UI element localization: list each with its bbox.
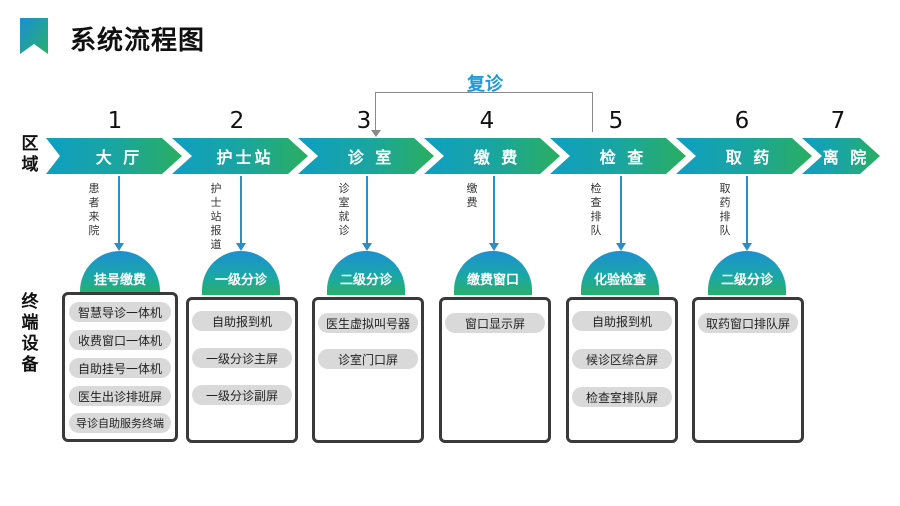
stage-number: 2 — [229, 108, 245, 134]
device-item: 智慧导诊一体机 — [69, 302, 171, 322]
down-arrow-icon — [362, 243, 372, 251]
zone-label: 化验检查 — [593, 273, 646, 288]
flow-caption: 取药排队 — [719, 182, 731, 237]
flow-caption: 检查排队 — [590, 182, 602, 237]
down-arrow-icon — [114, 243, 124, 251]
down-arrow-line — [240, 176, 242, 244]
revisit-arrow-icon — [371, 130, 381, 137]
down-arrow-icon — [489, 243, 499, 251]
page-title: 系统流程图 — [70, 26, 206, 56]
stage-number: 5 — [608, 108, 624, 134]
stage-number: 1 — [107, 108, 123, 134]
device-item: 医生出诊排班屏 — [69, 386, 171, 406]
stage-chevron-hall: 大 厅 — [46, 138, 182, 174]
down-arrow-icon — [616, 243, 626, 251]
stage-number: 3 — [356, 108, 372, 134]
down-arrow-line — [493, 176, 495, 244]
zone-dome-pharmacy-triage: 二级分诊 — [708, 251, 786, 295]
device-item: 检查室排队屏 — [572, 387, 672, 407]
device-item: 自助报到机 — [192, 311, 292, 331]
down-arrow-line — [620, 176, 622, 244]
logo-icon — [20, 18, 48, 54]
stage-name: 缴 费 — [473, 148, 521, 167]
stage-name: 护士站 — [216, 148, 274, 167]
stage-name: 取 药 — [725, 148, 773, 167]
stage-number: 6 — [734, 108, 750, 134]
revisit-label: 复诊 — [467, 74, 503, 95]
down-arrow-line — [746, 176, 748, 244]
revisit-connector — [375, 92, 593, 132]
device-item: 一级分诊主屏 — [192, 348, 292, 368]
region-label: 区域 — [21, 134, 39, 175]
down-arrow-icon — [742, 243, 752, 251]
flow-caption: 患者来院 — [88, 182, 100, 237]
flow-caption: 诊室就诊 — [338, 182, 350, 237]
zone-label: 一级分诊 — [214, 273, 267, 288]
zone-dome-payment-window: 缴费窗口 — [454, 251, 532, 295]
zone-label: 缴费窗口 — [466, 273, 519, 288]
device-item: 医生虚拟叫号器 — [318, 313, 418, 333]
down-arrow-line — [366, 176, 368, 244]
zone-dome-triage-1: 一级分诊 — [202, 251, 280, 295]
zone-dome-registration: 挂号缴费 — [80, 251, 160, 295]
device-item: 诊室门口屏 — [318, 349, 418, 369]
stage-chevron-pharmacy: 取 药 — [676, 138, 812, 174]
stage-name: 大 厅 — [95, 148, 143, 167]
device-item: 收费窗口一体机 — [69, 330, 171, 350]
zone-label: 挂号缴费 — [93, 273, 146, 288]
down-arrow-icon — [236, 243, 246, 251]
device-item: 取药窗口排队屏 — [698, 313, 798, 333]
zone-label: 二级分诊 — [339, 273, 392, 288]
flow-caption: 护士站报道 — [210, 182, 222, 251]
stage-name: 检 查 — [599, 148, 647, 167]
flow-caption: 缴费 — [466, 182, 478, 209]
stage-chevron-examination: 检 查 — [550, 138, 686, 174]
stage-number: 4 — [479, 108, 495, 134]
stage-chevron-nurse-station: 护士站 — [172, 138, 308, 174]
zone-label: 二级分诊 — [720, 273, 773, 288]
stage-number: 7 — [830, 108, 846, 134]
device-item: 一级分诊副屏 — [192, 385, 292, 405]
device-item: 自助挂号一体机 — [69, 358, 171, 378]
zone-dome-triage-2: 二级分诊 — [327, 251, 405, 295]
device-item: 自助报到机 — [572, 311, 672, 331]
zone-dome-lab-exam: 化验检查 — [581, 251, 659, 295]
device-item: 候诊区综合屏 — [572, 349, 672, 369]
stage-chevron-discharge: 离 院 — [802, 138, 880, 174]
terminal-devices-label: 终端设备 — [21, 292, 39, 375]
device-item: 窗口显示屏 — [445, 313, 545, 333]
stage-name: 诊 室 — [347, 148, 395, 167]
stage-name: 离 院 — [822, 148, 870, 167]
stage-chevron-payment: 缴 费 — [424, 138, 560, 174]
device-item: 导诊自助服务终端 — [69, 413, 171, 433]
down-arrow-line — [118, 176, 120, 244]
stage-chevron-consult-room: 诊 室 — [298, 138, 434, 174]
